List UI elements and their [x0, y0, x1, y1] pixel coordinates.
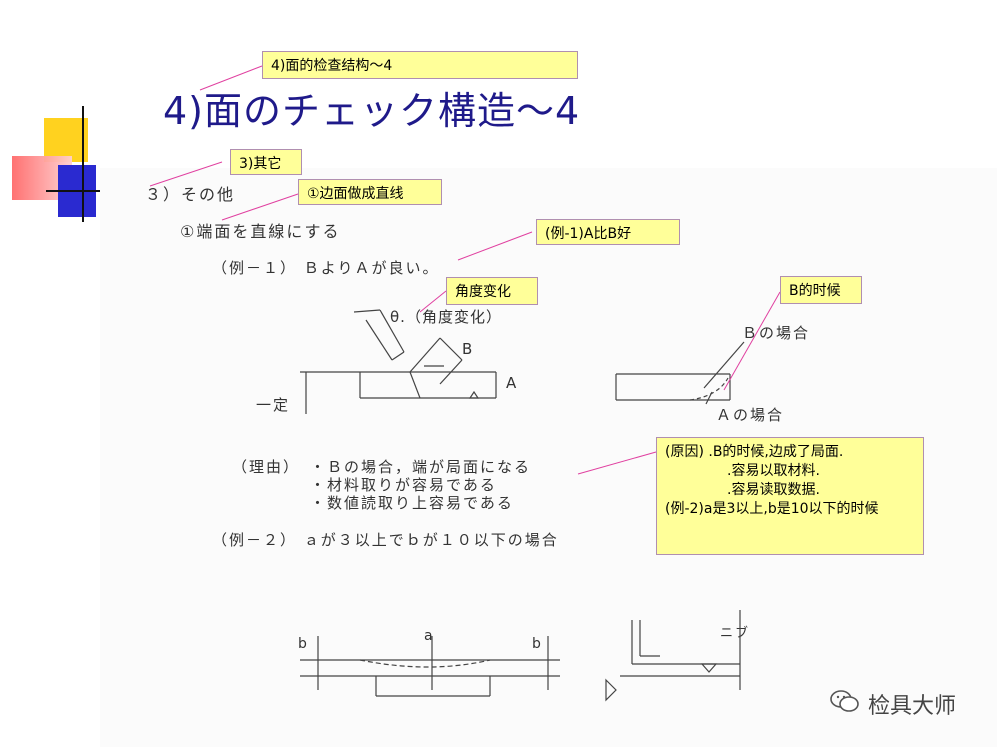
doc-example-2: （例－２） ａが３以上でｂが１０以下の場合 [212, 531, 559, 549]
doc-reason-3: ・数値読取り上容易である [310, 494, 514, 512]
note-reason-line-2: .容易以取材料. [727, 463, 820, 479]
doc-theta-label: θ.（角度変化） [390, 308, 502, 326]
doc-reason-label: （理由） [232, 458, 301, 476]
watermark-text: 检具大师 [868, 694, 957, 719]
doc-label-b: B [462, 340, 475, 358]
doc-a-case: Ａの場合 [716, 406, 785, 424]
doc-b-case: Ｂの場合 [742, 324, 811, 342]
doc-label-fixed: 一定 [256, 396, 291, 414]
decor-vertical-line [82, 106, 84, 222]
note-b-case: B的时候 [780, 276, 862, 304]
doc-dim-note: ニブ [720, 626, 751, 641]
doc-item-1: ①端面を直線にする [180, 222, 341, 241]
note-edge-straight: ①边面做成直线 [298, 179, 442, 205]
doc-reason-1: ・Ｂの場合，端が局面になる [310, 458, 532, 476]
doc-example-1: （例－１） ＢよりＡが良い。 [212, 259, 440, 277]
doc-dim-b-left: b [298, 636, 309, 652]
note-reason-line-3: .容易读取数据. [727, 482, 820, 498]
slide-title: 4)面のチェック構造～4 [163, 89, 581, 133]
decor-horizontal-line [46, 190, 100, 192]
doc-reason-2: ・材料取りが容易である [310, 476, 497, 494]
note-reason: (原因) .B的时候,边成了局面. .容易以取材料. .容易读取数据. (例-2… [656, 437, 924, 555]
note-example-1: (例-1)A比B好 [536, 219, 680, 245]
note-reason-line-4: (例-2)a是3以上,b是10以下的时候 [665, 501, 879, 517]
note-reason-line-1: (原因) .B的时候,边成了局面. [665, 444, 844, 460]
note-angle-change: 角度变化 [446, 277, 538, 305]
doc-dim-b-right: b [532, 636, 543, 652]
wechat-icon [830, 690, 859, 712]
decor-yellow-square [44, 118, 88, 162]
doc-dim-a: a [424, 628, 435, 644]
note-other: 3)其它 [230, 149, 302, 175]
note-title-translation: 4)面的检查结构～4 [262, 51, 578, 79]
doc-label-a: A [506, 374, 519, 392]
doc-section-heading: ３）その他 [145, 185, 236, 204]
